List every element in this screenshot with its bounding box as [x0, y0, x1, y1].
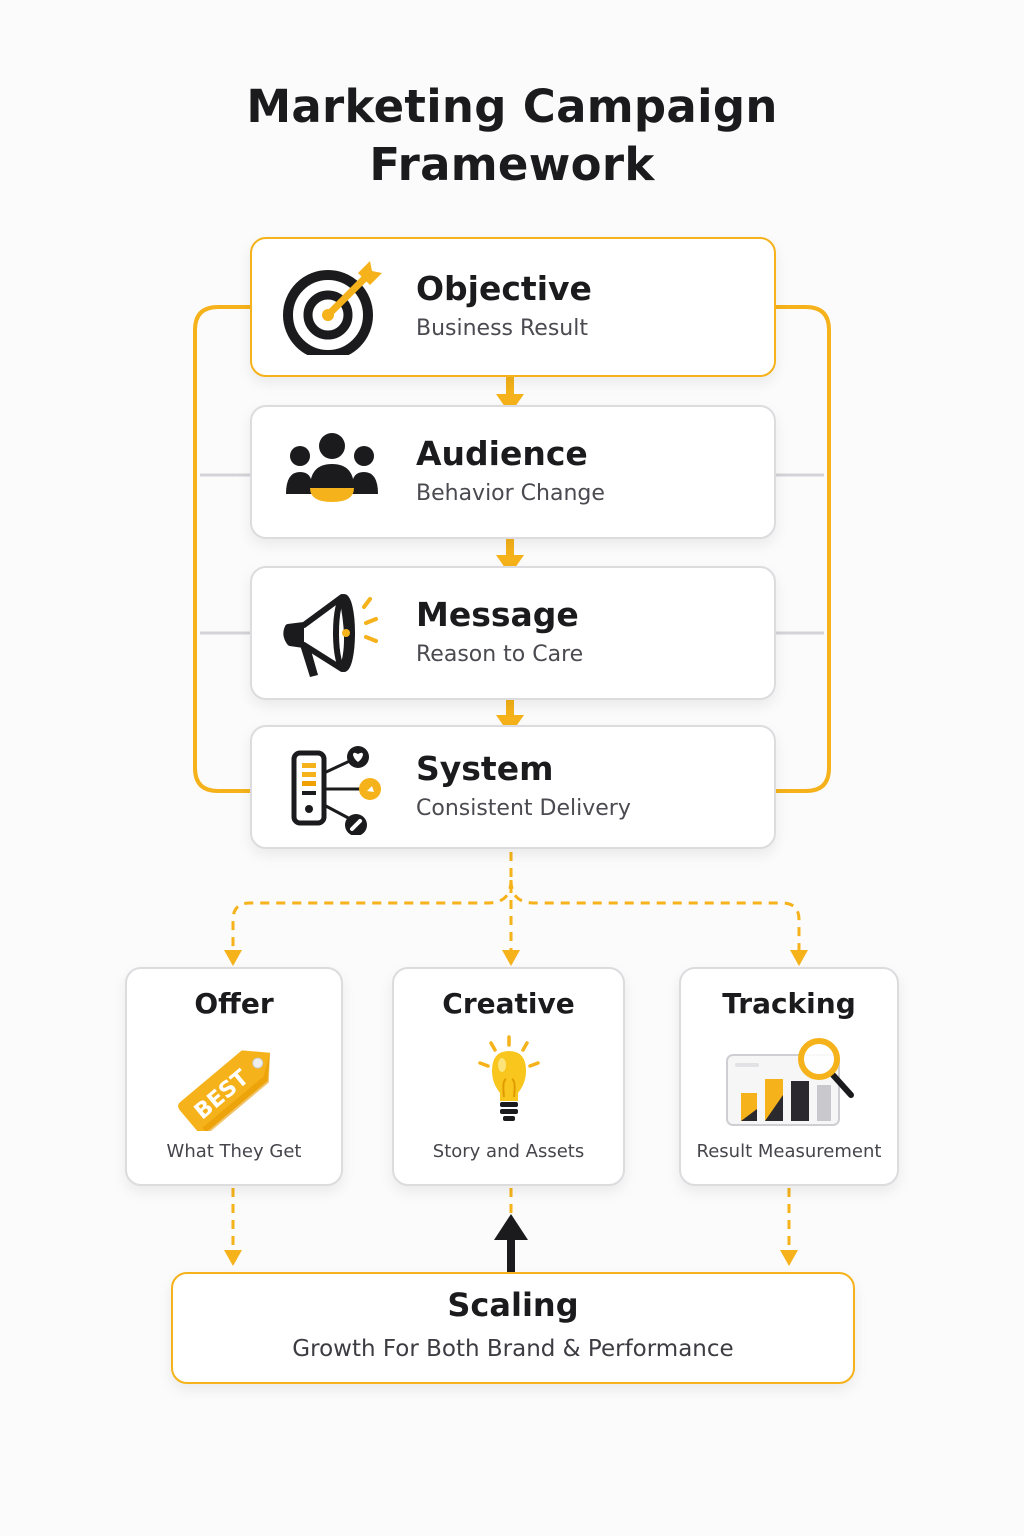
pillar-subtitle: Story and Assets: [432, 1141, 585, 1162]
stage-card-message[interactable]: Message Reason to Care: [250, 566, 776, 700]
stage-subtitle: Behavior Change: [416, 481, 605, 506]
scaling-subtitle: Growth For Both Brand & Performance: [292, 1336, 734, 1362]
pillar-card-tracking[interactable]: Tracking Result Measurement: [679, 967, 899, 1186]
stage-card-audience[interactable]: Audience Behavior Change: [250, 405, 776, 539]
megaphone-icon: [280, 585, 384, 681]
stage-card-objective[interactable]: Objective Business Result: [250, 237, 776, 377]
arrow-scaling-to-creative: [494, 1214, 528, 1274]
pillar-card-offer[interactable]: Offer BEST What They Get: [125, 967, 343, 1186]
arrow-objective-audience: [496, 376, 524, 414]
stage-subtitle: Consistent Delivery: [416, 796, 631, 821]
stage-heading: Message: [416, 595, 579, 634]
stage-subtitle: Business Result: [416, 316, 588, 341]
arrow-audience-message: [496, 538, 524, 575]
loop-bracket-left: [193, 305, 252, 793]
pillar-heading: Offer: [194, 987, 274, 1020]
pillar-heading: Tracking: [722, 987, 856, 1020]
dashed-branch-right: [509, 879, 801, 952]
stage-card-system[interactable]: System Consistent Delivery: [250, 725, 776, 849]
stage-heading: Objective: [416, 269, 592, 308]
pillar-subtitle: What They Get: [166, 1141, 302, 1162]
pillar-heading: Creative: [442, 987, 575, 1020]
scaling-heading: Scaling: [447, 1286, 579, 1324]
arrowhead-tracking: [790, 950, 808, 966]
loop-bracket-right: [774, 305, 831, 793]
arrowhead-offer: [224, 950, 242, 966]
chart-magnifier-icon: [719, 1035, 859, 1131]
system-network-icon: [288, 739, 392, 836]
stage-heading: Audience: [416, 434, 588, 473]
pillar-card-creative[interactable]: Creative Story and Assets: [392, 967, 625, 1186]
pillar-subtitle: Result Measurement: [696, 1141, 882, 1162]
dashed-branch-left: [231, 879, 513, 952]
arrowhead-scaling-right: [780, 1250, 798, 1266]
page-title: Marketing Campaign Framework: [246, 80, 778, 191]
stage-subtitle: Reason to Care: [416, 642, 584, 667]
people-group-icon: [280, 424, 384, 520]
scaling-card[interactable]: Scaling Growth For Both Brand & Performa…: [171, 1272, 855, 1384]
lightbulb-icon: [444, 1035, 574, 1131]
target-arrow-icon: [280, 259, 384, 360]
price-tag-icon: BEST: [169, 1035, 299, 1135]
stage-heading: System: [416, 749, 554, 788]
arrowhead-creative: [502, 950, 520, 966]
arrowhead-scaling-left: [224, 1250, 242, 1266]
